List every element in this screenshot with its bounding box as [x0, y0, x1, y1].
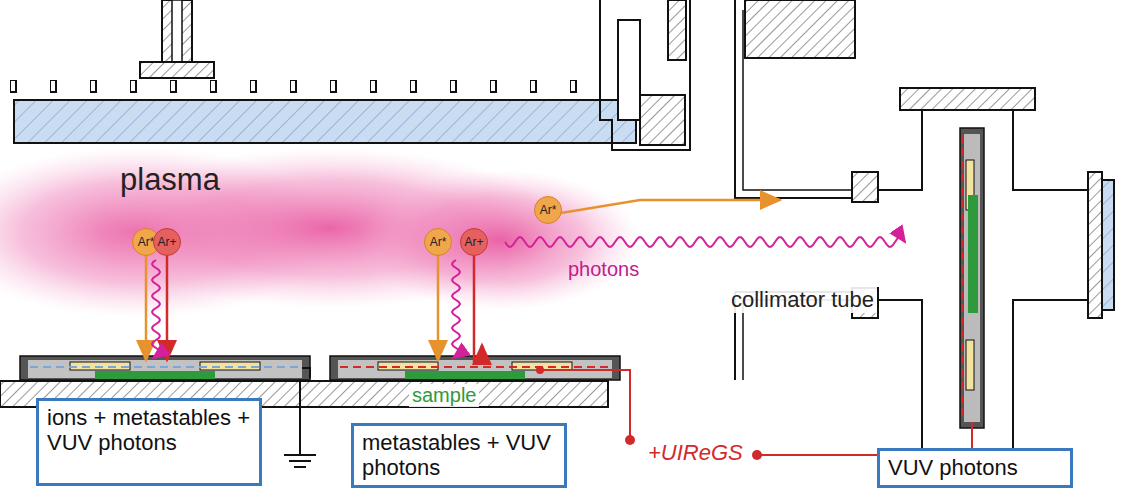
voltage-label: +UIReGS [648, 440, 743, 466]
photon-wave [505, 237, 905, 247]
particle-label: Ar+ [464, 235, 483, 249]
box-text: metastables + VUV photons [362, 430, 551, 480]
collimator-label: collimator tube [728, 287, 877, 313]
box-text: VUV photons [888, 455, 1018, 480]
particle-circle: Ar+ [153, 228, 181, 256]
particle-circle: Ar* [424, 228, 452, 256]
plasma-label: plasma [120, 162, 220, 198]
photons-label: photons [568, 258, 639, 281]
particle-circle: Ar* [534, 196, 562, 224]
category-box: metastables + VUV photons [351, 423, 567, 488]
box-text: ions + metastables + VUV photons [47, 405, 250, 455]
photon-wave [152, 260, 160, 358]
photon-wave [452, 260, 460, 358]
particle-label: Ar* [138, 235, 155, 249]
category-box: ions + metastables + VUV photons [36, 398, 262, 486]
category-box: VUV photons [877, 448, 1073, 488]
particle-circle: Ar+ [460, 228, 488, 256]
sample-label: sample [409, 384, 479, 407]
particle-label: Ar+ [157, 235, 176, 249]
particle-label: Ar* [540, 203, 557, 217]
particle-label: Ar* [430, 235, 447, 249]
